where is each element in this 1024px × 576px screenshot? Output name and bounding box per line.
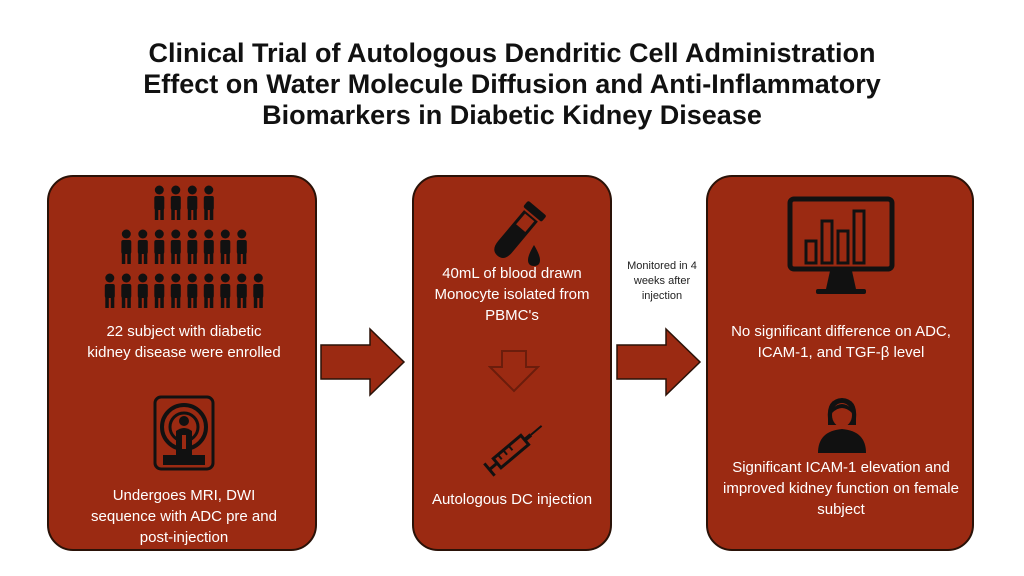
person-figure <box>137 229 148 264</box>
people-pyramid-icon <box>104 185 264 308</box>
person-figure <box>137 273 148 308</box>
diagram-title: Clinical Trial of Autologous Dendritic C… <box>143 38 881 130</box>
person-figure <box>187 273 198 308</box>
person-figure <box>236 273 247 308</box>
person-figure <box>170 273 181 308</box>
flow-arrow-2 <box>616 327 702 397</box>
person-figure <box>220 273 231 308</box>
person-figure <box>187 185 198 220</box>
blood-text: 40mL of blood drawn Monocyte isolated fr… <box>434 265 590 324</box>
person-figure <box>170 229 181 264</box>
procedure-panel: 40mL of blood drawn Monocyte isolated fr… <box>412 175 612 551</box>
injection-text: Autologous DC injection <box>431 491 593 508</box>
monitor-note: Monitored in 4 weeks after injection <box>627 260 697 302</box>
down-arrow-icon <box>488 350 540 393</box>
person-figure <box>154 273 165 308</box>
person-figure <box>253 273 264 308</box>
blood-tube-icon <box>494 201 546 266</box>
enrollment-panel: 22 subject with diabetic kidney disease … <box>47 175 317 551</box>
person-figure <box>154 185 165 220</box>
person-figure <box>220 229 231 264</box>
person-figure <box>203 273 214 308</box>
flow-arrow-1 <box>320 327 406 397</box>
bar-chart-monitor-icon <box>787 196 895 294</box>
female-text: Significant ICAM-1 elevation and improve… <box>723 459 959 518</box>
results-panel: No significant difference on ADC, ICAM-1… <box>706 175 974 551</box>
mri-scanner-icon <box>153 395 215 471</box>
person-figure <box>154 229 165 264</box>
syringe-icon <box>483 425 543 477</box>
person-figure <box>187 229 198 264</box>
result-text: No significant difference on ADC, ICAM-1… <box>731 323 951 361</box>
person-figure <box>203 229 214 264</box>
person-figure <box>121 273 132 308</box>
person-figure <box>236 229 247 264</box>
person-figure <box>121 229 132 264</box>
enrollment-text: 22 subject with diabetic kidney disease … <box>87 323 281 361</box>
person-figure <box>104 273 115 308</box>
mri-text: Undergoes MRI, DWI sequence with ADC pre… <box>91 487 277 546</box>
female-person-icon <box>818 398 866 453</box>
person-figure <box>170 185 181 220</box>
person-figure <box>203 185 214 220</box>
